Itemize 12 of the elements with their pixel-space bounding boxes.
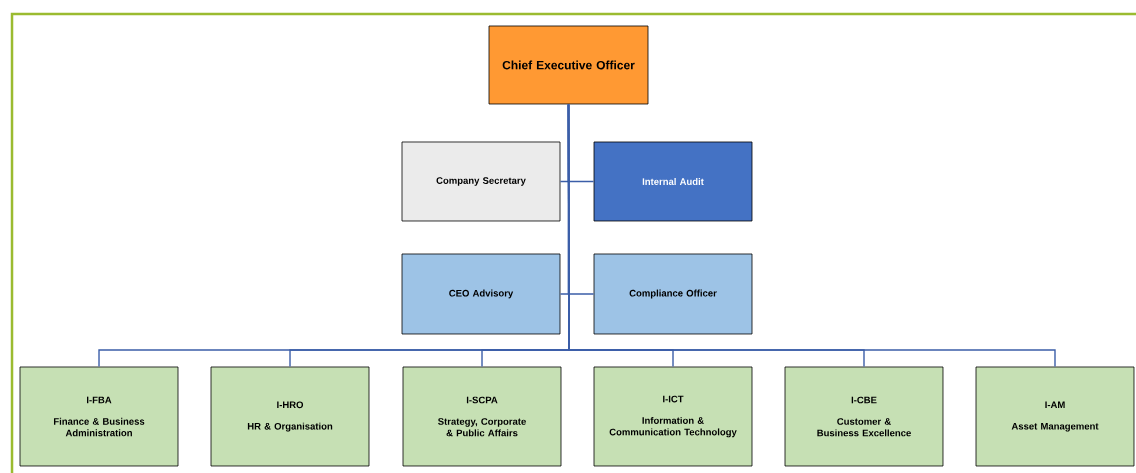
org-box: Chief Executive Officer: [488, 25, 649, 105]
org-box: I-HRO HR & Organisation: [210, 366, 370, 467]
org-box: I-FBA Finance & Business Administration: [19, 366, 179, 467]
org-box: Internal Audit: [593, 141, 753, 222]
org-box: I-ICT Information & Communication Technology: [593, 366, 753, 467]
org-box: I-SCPA Strategy, Corporate & Public Affairs: [402, 366, 562, 467]
org-box: CEO Advisory: [401, 253, 561, 335]
org-box: I-AM Asset Management: [975, 366, 1135, 467]
org-box: Company Secretary: [401, 141, 561, 222]
org-box: I-CBE Customer & Business Excellence: [784, 366, 944, 467]
org-box: Compliance Officer: [593, 253, 753, 335]
connector-line: [567, 103, 1056, 368]
